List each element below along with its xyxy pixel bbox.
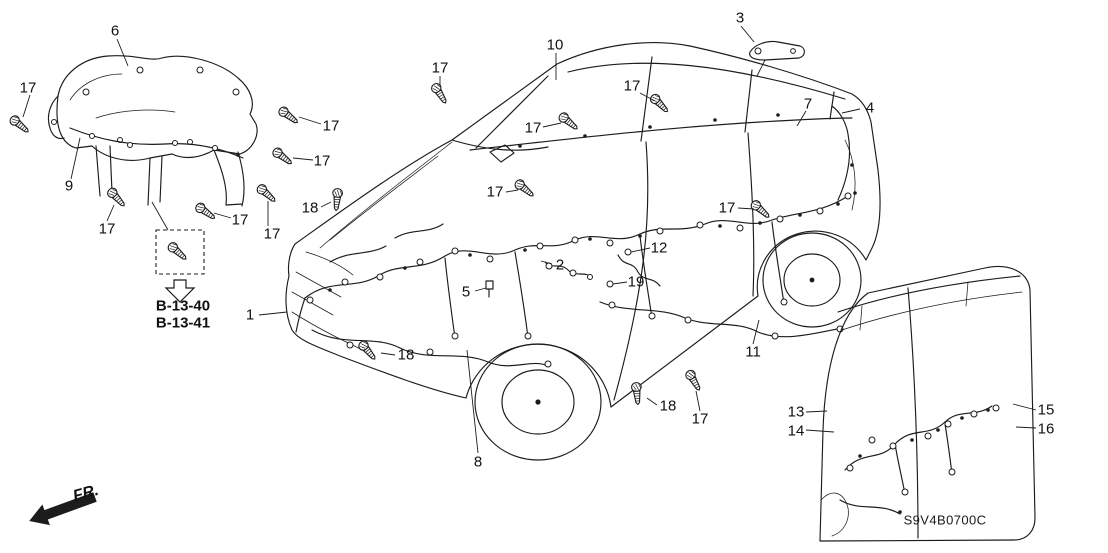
- callout-17-h: 17: [623, 77, 641, 95]
- callout-4: 4: [865, 99, 875, 117]
- bolt-icon: [556, 110, 581, 133]
- callout-3: 3: [735, 9, 745, 27]
- bolt-icon: [105, 185, 129, 210]
- rear-door-panel: [819, 265, 1036, 542]
- callout-17-l: 17: [691, 410, 709, 428]
- bolt-icon: [512, 177, 537, 200]
- callout-5: 5: [461, 283, 471, 301]
- direction-arrow-icon: [29, 492, 97, 526]
- callout-8: 8: [473, 453, 483, 471]
- callout-18-c: 18: [659, 397, 677, 415]
- callout-18-b: 18: [397, 346, 415, 364]
- callout-17-f: 17: [263, 225, 281, 243]
- callout-7: 7: [803, 95, 813, 113]
- callout-17-g: 17: [431, 59, 449, 77]
- dashed-callout-box: [151, 201, 205, 275]
- bolt-icon: [648, 91, 672, 116]
- callout-2: 2: [555, 256, 565, 274]
- bolt-icon: [270, 145, 295, 168]
- callout-13: 13: [787, 403, 805, 421]
- callout-10: 10: [546, 36, 564, 54]
- callout-12: 12: [650, 239, 668, 257]
- callout-14: 14: [787, 422, 805, 440]
- bolt-icon: [683, 368, 704, 394]
- callout-19: 19: [627, 273, 645, 291]
- callout-17-e: 17: [231, 211, 249, 229]
- callout-17-j: 17: [486, 183, 504, 201]
- callout-11: 11: [745, 343, 761, 361]
- ref-code-line1: B-13-40: [155, 297, 211, 315]
- floor-wire-harness: [295, 105, 857, 368]
- bolt-icon: [630, 381, 644, 406]
- vehicle-outline: [285, 42, 881, 461]
- clip-part: [485, 280, 494, 298]
- leader-lines: [22, 25, 1037, 454]
- bolt-icon: [165, 240, 190, 264]
- callout-17-k: 17: [718, 199, 736, 217]
- callout-1: 1: [245, 306, 255, 324]
- callout-17-i: 17: [524, 119, 542, 137]
- down-arrow-icon: [164, 279, 196, 303]
- callout-17-b: 17: [98, 220, 116, 238]
- callout-18-a: 18: [301, 199, 319, 217]
- callout-16: 16: [1037, 420, 1055, 438]
- drawing-part-code: S9V4B0700C: [903, 512, 987, 528]
- bolt-icon: [254, 182, 279, 206]
- bolt-icon: [193, 200, 218, 223]
- callout-6: 6: [110, 22, 120, 40]
- bolt-icon: [330, 187, 344, 212]
- instrument-panel-frame: [47, 55, 258, 207]
- callout-9: 9: [64, 177, 74, 195]
- callout-17-a: 17: [19, 79, 37, 97]
- bracket-part: [749, 40, 805, 61]
- callout-17-c: 17: [322, 117, 340, 135]
- ref-code-line2: B-13-41: [155, 314, 211, 332]
- bolt-icon: [7, 113, 32, 136]
- callout-17-d: 17: [313, 152, 331, 170]
- callout-15: 15: [1037, 401, 1055, 419]
- bolt-icon: [276, 104, 301, 127]
- bolt-icon: [356, 338, 379, 363]
